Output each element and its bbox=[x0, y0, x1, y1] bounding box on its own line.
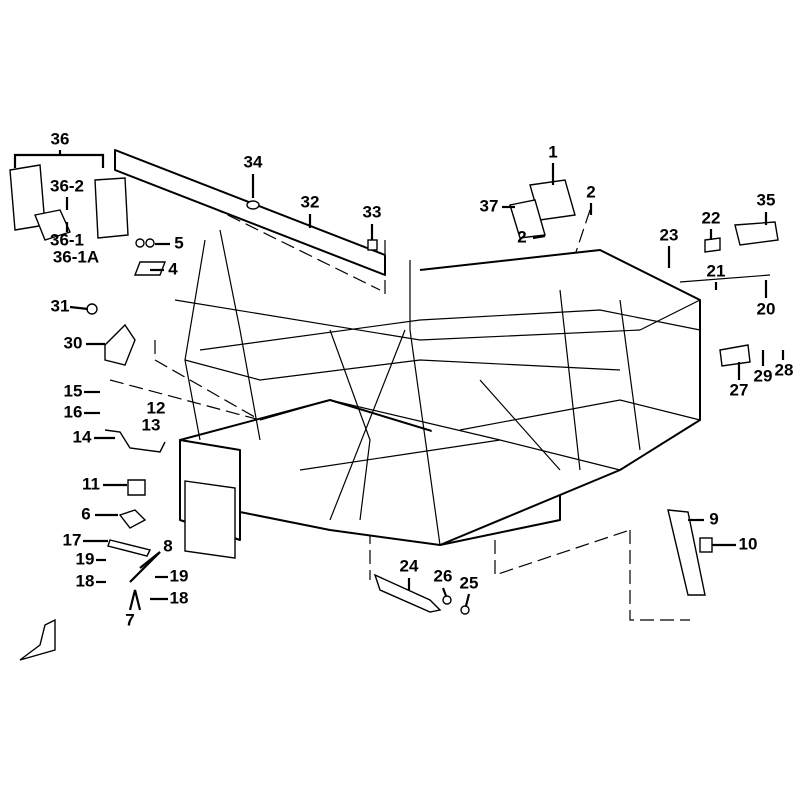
callout-27: 27 bbox=[730, 380, 749, 399]
callout-37: 37 bbox=[480, 196, 499, 215]
callout-2-upper: 2 bbox=[586, 182, 595, 201]
callout-33: 33 bbox=[363, 202, 382, 221]
callout-9: 9 bbox=[709, 509, 718, 528]
callout-6: 6 bbox=[81, 504, 90, 523]
callout-26: 26 bbox=[434, 566, 453, 585]
mirror-right bbox=[94, 177, 129, 239]
callout-7: 7 bbox=[125, 610, 134, 629]
frame-assembly bbox=[114, 149, 701, 559]
callout-36: 36 bbox=[51, 129, 70, 148]
callout-35: 35 bbox=[757, 190, 776, 209]
callout-36-2: 36-2 bbox=[50, 176, 84, 195]
callout-36-1: 36-1 bbox=[50, 230, 84, 249]
callout-5: 5 bbox=[174, 233, 183, 252]
callout-29: 29 bbox=[754, 366, 773, 385]
callout-12: 12 bbox=[147, 398, 166, 417]
callout-30: 30 bbox=[64, 333, 83, 352]
callout-20: 20 bbox=[757, 299, 776, 318]
callout-18-left: 18 bbox=[76, 571, 95, 590]
callout-13: 13 bbox=[142, 415, 161, 434]
callout-19-left: 19 bbox=[76, 549, 95, 568]
callout-labels: 36 36-2 36-1 36-1A 34 32 33 5 4 31 30 15… bbox=[50, 129, 793, 629]
callout-24: 24 bbox=[400, 556, 419, 575]
parts bbox=[9, 164, 779, 661]
callout-18-right: 18 bbox=[170, 588, 189, 607]
callout-23: 23 bbox=[660, 225, 679, 244]
callout-10: 10 bbox=[739, 534, 758, 553]
callout-8: 8 bbox=[163, 536, 172, 555]
callout-4: 4 bbox=[168, 259, 178, 278]
callout-36-1A: 36-1A bbox=[53, 247, 99, 266]
callout-22: 22 bbox=[702, 208, 721, 227]
callout-21: 21 bbox=[707, 261, 726, 280]
leader-lines bbox=[13, 150, 785, 611]
callout-28: 28 bbox=[775, 360, 794, 379]
callout-1: 1 bbox=[548, 142, 557, 161]
callout-34: 34 bbox=[244, 152, 263, 171]
callout-32: 32 bbox=[301, 192, 320, 211]
callout-19-right: 19 bbox=[170, 566, 189, 585]
callout-25: 25 bbox=[460, 573, 479, 592]
callout-2-lower: 2 bbox=[517, 227, 526, 246]
callout-14: 14 bbox=[73, 427, 92, 446]
callout-15: 15 bbox=[64, 381, 83, 400]
callout-16: 16 bbox=[64, 402, 83, 421]
callout-31: 31 bbox=[51, 296, 70, 315]
callout-11: 11 bbox=[82, 474, 100, 493]
callout-17: 17 bbox=[63, 530, 82, 549]
